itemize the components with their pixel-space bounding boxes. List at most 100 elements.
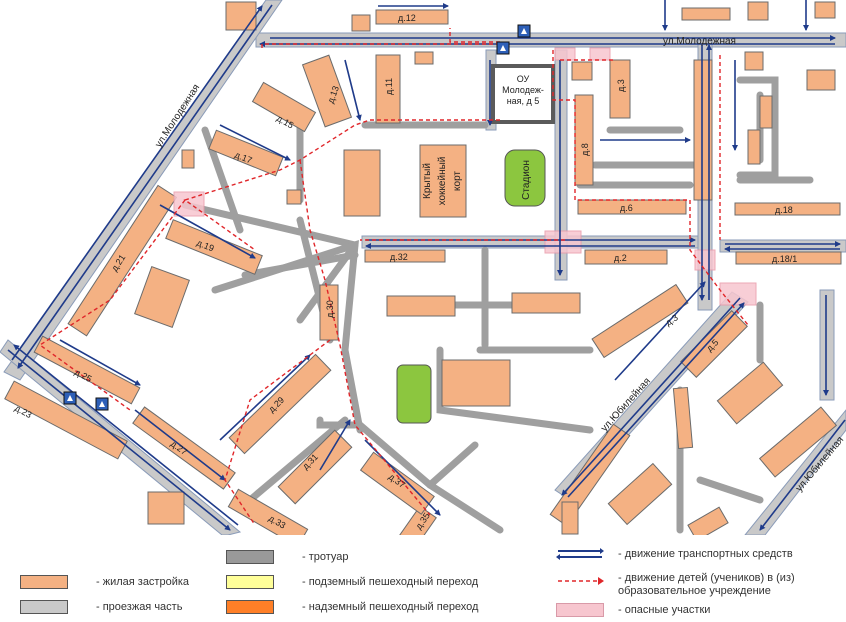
legend-swatch-underground bbox=[226, 575, 274, 589]
legend-swatch-danger bbox=[556, 603, 604, 617]
building-small-d bbox=[286, 189, 302, 205]
danger-zone-3 bbox=[544, 230, 582, 254]
danger-zone-4 bbox=[694, 249, 716, 271]
route-center-south bbox=[299, 159, 431, 516]
road-molodezhnaya-top bbox=[255, 32, 846, 48]
building-center-c bbox=[511, 292, 581, 314]
building-d18 bbox=[734, 202, 841, 216]
building-right-small-d bbox=[747, 129, 761, 165]
building-d15 bbox=[251, 81, 317, 133]
sports-field bbox=[396, 364, 432, 424]
street-label-molodezhnaya-top: ул.Молодежная bbox=[663, 36, 736, 47]
sidewalk-t bbox=[736, 76, 779, 179]
building-right-tall bbox=[693, 59, 713, 201]
building-d181 bbox=[735, 251, 842, 265]
building-center-a bbox=[343, 149, 381, 217]
school-label-line2: Молодеж- bbox=[502, 85, 544, 95]
traffic-arrow-d27 bbox=[134, 409, 226, 481]
label-d11: д.11 bbox=[384, 78, 394, 95]
danger-zones bbox=[173, 47, 757, 306]
building-d8 bbox=[574, 94, 594, 186]
legend-children-route: - движение детей (учеников) в (из) образ… bbox=[556, 572, 795, 600]
building-d11 bbox=[375, 54, 401, 124]
school-label-line3: ная, д 5 bbox=[507, 96, 540, 106]
legend-label-underground: - подземный пешеходный переход bbox=[302, 576, 479, 588]
children-route bbox=[38, 28, 749, 526]
building-d6 bbox=[577, 199, 687, 215]
traffic-arrow-d13 bbox=[344, 59, 362, 121]
traffic-arrow-yub-right bbox=[759, 419, 846, 531]
stadium bbox=[504, 149, 546, 207]
building-top-left bbox=[225, 1, 257, 31]
label-d8: д.8 bbox=[580, 143, 590, 156]
crossing-sign-2 bbox=[496, 41, 510, 55]
building-d13 bbox=[301, 54, 353, 128]
danger-zone-2 bbox=[589, 47, 611, 61]
building-yub-b bbox=[607, 462, 673, 526]
crossing-signs bbox=[63, 24, 531, 411]
legend-residential: - жилая застройка bbox=[20, 574, 189, 590]
building-yub-d bbox=[561, 501, 579, 535]
building-small-c bbox=[181, 149, 195, 169]
building-d29 bbox=[228, 353, 332, 455]
route-west-top bbox=[261, 43, 500, 50]
legend-roadway: - проезжая часть bbox=[20, 599, 182, 615]
route-east bbox=[552, 50, 749, 326]
building-rink bbox=[419, 144, 467, 218]
rink-label-line3: корт bbox=[452, 171, 463, 191]
traffic-arrow-d17 bbox=[219, 124, 291, 161]
legend: - жилая застройка - проезжая часть - тро… bbox=[0, 535, 846, 622]
sidewalk-m bbox=[316, 416, 359, 429]
building-d2 bbox=[584, 249, 668, 265]
building-d21 bbox=[67, 184, 178, 337]
road-far-right bbox=[819, 289, 835, 401]
legend-underground: - подземный пешеходный переход bbox=[226, 574, 478, 590]
sidewalk-l bbox=[246, 416, 349, 504]
sidewalk-a bbox=[181, 201, 359, 249]
rink-label-line1: Крытый bbox=[422, 163, 433, 199]
label-d18: д.18 bbox=[775, 205, 793, 215]
traffic-arrows bbox=[7, 0, 846, 531]
building-small-f bbox=[571, 61, 593, 81]
danger-zone-6 bbox=[173, 191, 205, 217]
route-north-d12 bbox=[449, 28, 500, 43]
traffic-arrow-ll-se bbox=[7, 349, 231, 531]
building-yub-e bbox=[672, 386, 694, 450]
label-d30: д.30 bbox=[325, 300, 335, 318]
building-small-e bbox=[147, 491, 185, 525]
legend-overpass: - надземный пешеходный переход bbox=[226, 599, 478, 615]
road-yubileynaya-right bbox=[744, 409, 846, 535]
building-top-right-a bbox=[681, 7, 731, 21]
building-d3b bbox=[591, 283, 689, 359]
legend-swatch-roadway bbox=[20, 600, 68, 614]
traffic-arrow-d29 bbox=[219, 354, 311, 441]
legend-label-children-line2: образовательное учреждение bbox=[618, 585, 771, 597]
building-right-low bbox=[758, 406, 838, 478]
crossing-sign-3 bbox=[63, 391, 77, 405]
legend-swatch-overpass bbox=[226, 600, 274, 614]
road-right-horizontal bbox=[719, 239, 846, 253]
traffic-arrow-d25 bbox=[59, 339, 141, 386]
danger-zone-1 bbox=[554, 47, 576, 61]
building-right-small-b bbox=[806, 69, 836, 91]
building-right-small-a bbox=[744, 51, 764, 71]
legend-swatch-sidewalk bbox=[226, 550, 274, 564]
stadium-label: Стадион bbox=[521, 160, 532, 200]
building-left-block bbox=[134, 266, 190, 328]
building-d12 bbox=[375, 9, 449, 25]
sidewalk-n bbox=[341, 346, 364, 434]
district-map: ул.Молодежная ул.Молодежная ул.Юбилейная… bbox=[0, 0, 846, 535]
traffic-arrow-d3 bbox=[614, 281, 706, 381]
label-d3a: д.3 bbox=[616, 79, 626, 92]
building-d23 bbox=[4, 380, 128, 460]
sidewalk-z bbox=[241, 251, 359, 279]
traffic-arrow-left-ne bbox=[11, 5, 263, 361]
label-d12: д.12 bbox=[398, 13, 416, 23]
building-top-right-c bbox=[814, 1, 836, 19]
label-d6: д.6 bbox=[620, 203, 633, 213]
legend-traffic-arrows-icon bbox=[556, 548, 604, 560]
building-d17 bbox=[208, 129, 284, 177]
building-d32 bbox=[364, 249, 446, 263]
traffic-arrow-d31 bbox=[319, 419, 351, 471]
building-d25 bbox=[33, 335, 141, 405]
